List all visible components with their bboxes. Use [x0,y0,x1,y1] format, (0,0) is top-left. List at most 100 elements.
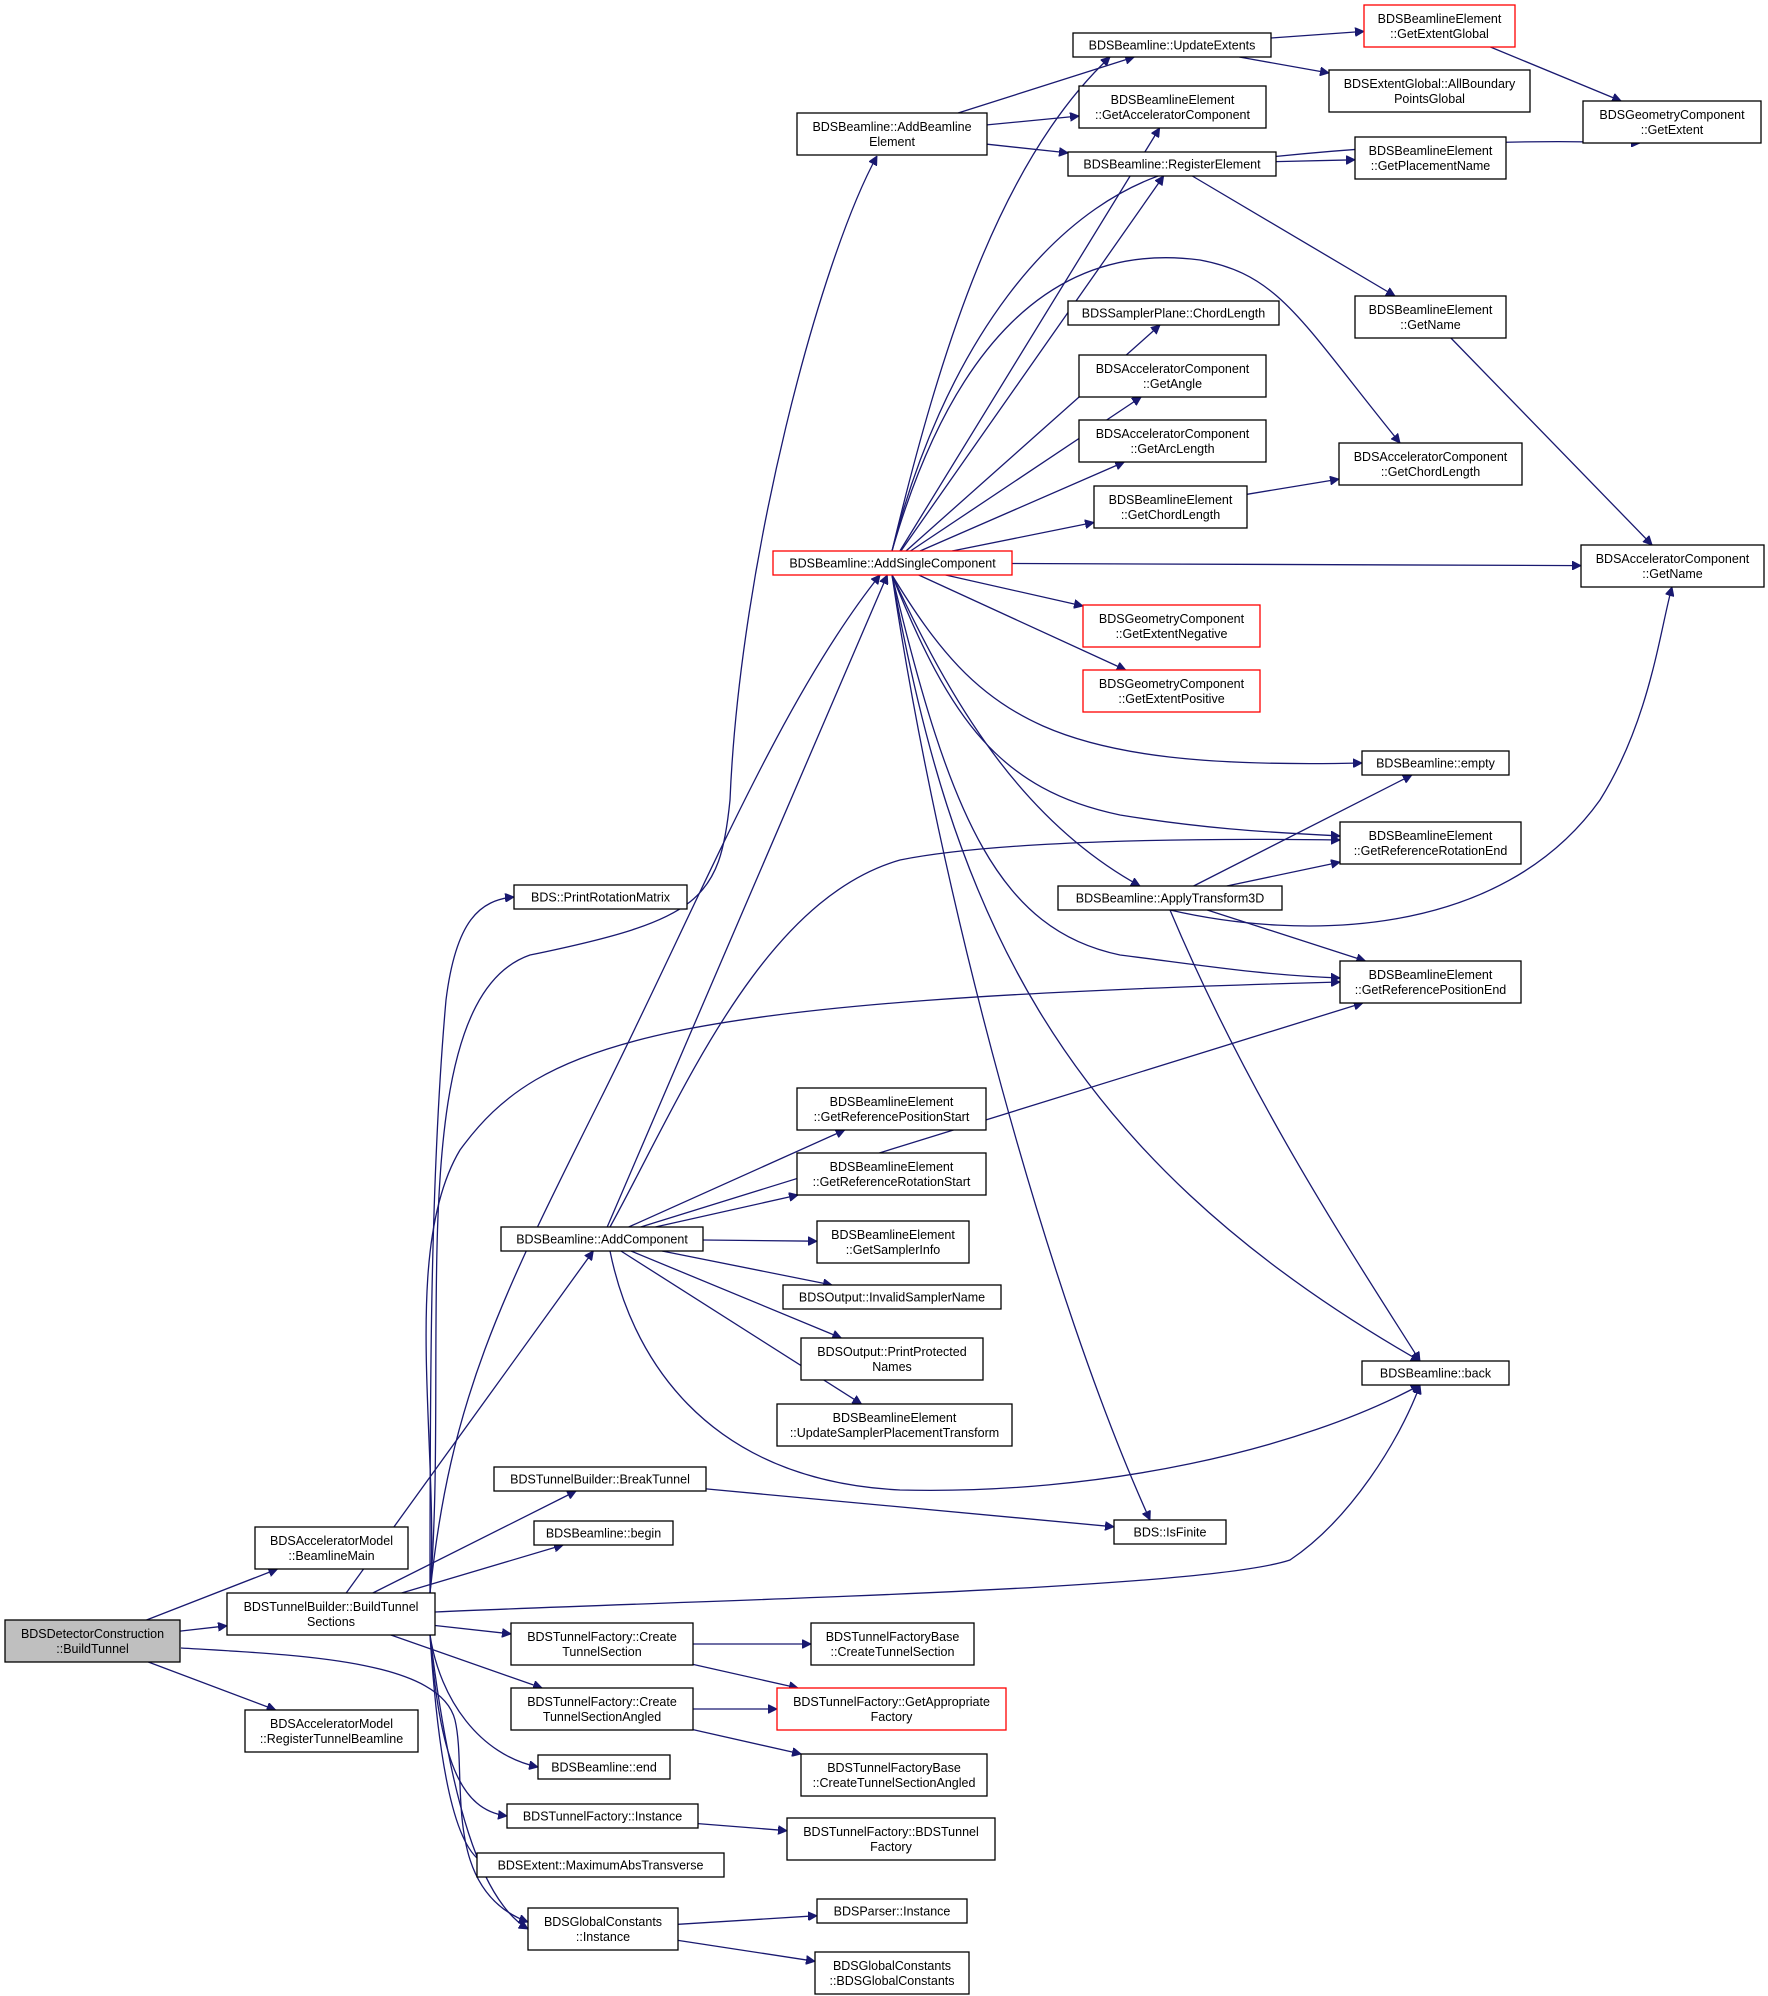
node-label-line: BDSBeamlineElement [830,1095,954,1109]
node-box [1082,604,1261,648]
edge-addBeamlineElement-to-getAcceleratorComponent [986,116,1079,126]
node-amBeamlineMain[interactable]: BDSAcceleratorModel::BeamlineMain [254,1526,409,1570]
node-acGetArcLength[interactable]: BDSAcceleratorComponent::GetArcLength [1078,419,1267,463]
node-chordLengthSampler[interactable]: BDSSamplerPlane::ChordLength [1067,300,1280,326]
node-box [796,112,988,156]
node-box [1057,885,1283,911]
node-beGetExtentGlobal[interactable]: BDSBeamlineElement::GetExtentGlobal [1363,4,1516,48]
edge-tbBuildTunnelSections-to-getRefPositionEnd [425,982,1340,1594]
edge-path [1207,909,1365,961]
node-gcConstructor[interactable]: BDSGlobalConstants::BDSGlobalConstants [814,1951,970,1995]
edge-path [986,116,1079,126]
edge-tbBuildTunnelSections-to-tfInstance [429,1634,507,1816]
node-label-line: BDSExtentGlobal::AllBoundary [1344,77,1516,91]
node-root[interactable]: BDSDetectorConstruction::BuildTunnel [4,1619,181,1663]
node-beGetChordLength[interactable]: BDSBeamlineElement::GetChordLength [1093,485,1248,529]
node-label-line: ::GetReferencePositionEnd [1355,983,1507,997]
node-label-line: BDSBeamline::begin [546,1527,661,1541]
node-applyTransform3D[interactable]: BDSBeamline::ApplyTransform3D [1057,885,1283,911]
node-label-line: BDS::PrintRotationMatrix [531,891,671,905]
node-box [506,1803,699,1829]
edge-path [661,1250,832,1285]
edge-tbBuildTunnelSections-to-printRotationMatrix [429,897,514,1594]
node-label-line: ::BuildTunnel [56,1642,129,1656]
node-breakTunnel[interactable]: BDSTunnelBuilder::BreakTunnel [493,1466,707,1492]
edge-addSingleComponent-to-acGetName [1011,564,1581,566]
node-getRefPositionEnd[interactable]: BDSBeamlineElement::GetReferencePosition… [1339,960,1522,1004]
node-addComponent[interactable]: BDSBeamline::AddComponent [500,1226,704,1252]
node-label-line: BDSBeamlineElement [1369,303,1493,317]
node-addSingleComponent[interactable]: BDSBeamline::AddSingleComponent [772,550,1013,576]
edge-path [945,574,1083,606]
node-tfCreateTunnelSection[interactable]: BDSTunnelFactory::CreateTunnelSection [510,1622,694,1666]
edge-path [425,982,1340,1594]
edge-path [606,575,887,1228]
node-empty[interactable]: BDSBeamline::empty [1361,750,1510,776]
node-maxAbsTransverse[interactable]: BDSExtent::MaximumAbsTransverse [476,1852,725,1878]
node-amRegisterTunnelBeamline[interactable]: BDSAcceleratorModel::RegisterTunnelBeaml… [244,1709,419,1753]
node-invalidSamplerName[interactable]: BDSOutput::InvalidSamplerName [782,1284,1002,1310]
node-gcInstance[interactable]: BDSGlobalConstants::Instance [527,1907,679,1951]
node-begin[interactable]: BDSBeamline::begin [533,1520,674,1546]
edge-path [891,142,1640,552]
node-getRefRotationStart[interactable]: BDSBeamlineElement::GetReferenceRotation… [796,1152,987,1196]
edge-path [372,1490,576,1594]
node-updateExtents[interactable]: BDSBeamline::UpdateExtents [1072,32,1272,58]
edge-beGetName-to-acGetName [1450,337,1652,545]
node-back[interactable]: BDSBeamline::back [1361,1360,1510,1386]
node-parserInstance[interactable]: BDSParser::Instance [816,1898,968,1924]
node-label-line: BDSBeamlineElement [1369,968,1493,982]
node-registerElement[interactable]: BDSBeamline::RegisterElement [1067,151,1277,177]
node-acGetChordLength[interactable]: BDSAcceleratorComponent::GetChordLength [1338,442,1523,486]
edge-addSingleComponent-to-gcGetExtentPositive [918,574,1126,670]
edge-path [1239,56,1329,73]
edge-path [900,176,1164,552]
node-label-line: ::GetChordLength [1121,508,1220,522]
node-box [1072,32,1272,58]
edge-addComponent-to-addSingleComponent [606,575,887,1228]
node-box [796,1152,987,1196]
node-getSamplerInfo[interactable]: BDSBeamlineElement::GetSamplerInfo [816,1220,970,1264]
node-box [1582,100,1762,144]
node-box [244,1709,419,1753]
node-box [1338,442,1523,486]
node-label-line: ::GetSamplerInfo [846,1243,941,1257]
edge-registerElement-to-getPlacementName [1275,160,1355,162]
node-getRefPositionStart[interactable]: BDSBeamlineElement::GetReferencePosition… [796,1087,987,1131]
node-getAcceleratorComponent[interactable]: BDSBeamlineElement::GetAcceleratorCompon… [1078,85,1267,129]
edge-gcInstance-to-gcConstructor [677,1939,815,1961]
edge-path [986,143,1068,153]
edge-path [692,1663,798,1688]
node-tfbCreateTunnelSection[interactable]: BDSTunnelFactoryBase::CreateTunnelSectio… [810,1622,975,1666]
node-beGetName[interactable]: BDSBeamlineElement::GetName [1354,295,1507,339]
node-acGetName[interactable]: BDSAcceleratorComponent::GetName [1580,544,1765,588]
node-gcGetExtentNegative[interactable]: BDSGeometryComponent::GetExtentNegative [1082,604,1261,648]
node-label-line: BDSOutput::PrintProtected [817,1345,966,1359]
node-gcGetExtent[interactable]: BDSGeometryComponent::GetExtent [1582,100,1762,144]
node-gcGetExtentPositive[interactable]: BDSGeometryComponent::GetExtentPositive [1082,669,1261,713]
node-tfInstance[interactable]: BDSTunnelFactory::Instance [506,1803,699,1829]
node-tfCreateTunnelSectionAngled[interactable]: BDSTunnelFactory::CreateTunnelSectionAng… [510,1687,694,1731]
node-box [1078,419,1267,463]
node-end[interactable]: BDSBeamline::end [537,1754,671,1780]
node-getPlacementName[interactable]: BDSBeamlineElement::GetPlacementName [1354,136,1507,180]
node-label-line: Names [872,1360,912,1374]
edge-beGetExtentGlobal-to-gcGetExtent [1490,46,1621,101]
node-label-line: BDSBeamline::AddComponent [516,1233,688,1247]
node-updateSamplerPlacement[interactable]: BDSBeamlineElement::UpdateSamplerPlaceme… [776,1403,1013,1447]
node-isFinite[interactable]: BDS::IsFinite [1113,1519,1227,1545]
edge-path [620,1250,862,1405]
node-label-line: BDSGeometryComponent [1599,108,1745,122]
node-acGetAngle[interactable]: BDSAcceleratorComponent::GetAngle [1078,354,1267,398]
node-tfConstructor[interactable]: BDSTunnelFactory::BDSTunnelFactory [786,1817,996,1861]
edge-addSingleComponent-to-isFinite [891,574,1150,1520]
node-getRefRotationEnd[interactable]: BDSBeamlineElement::GetReferenceRotation… [1339,821,1522,865]
node-label-line: ::CreateTunnelSectionAngled [813,1776,976,1790]
node-printRotationMatrix[interactable]: BDS::PrintRotationMatrix [513,884,688,910]
node-tfbCreateTunnelSectionAngled[interactable]: BDSTunnelFactoryBase::CreateTunnelSectio… [800,1753,988,1797]
